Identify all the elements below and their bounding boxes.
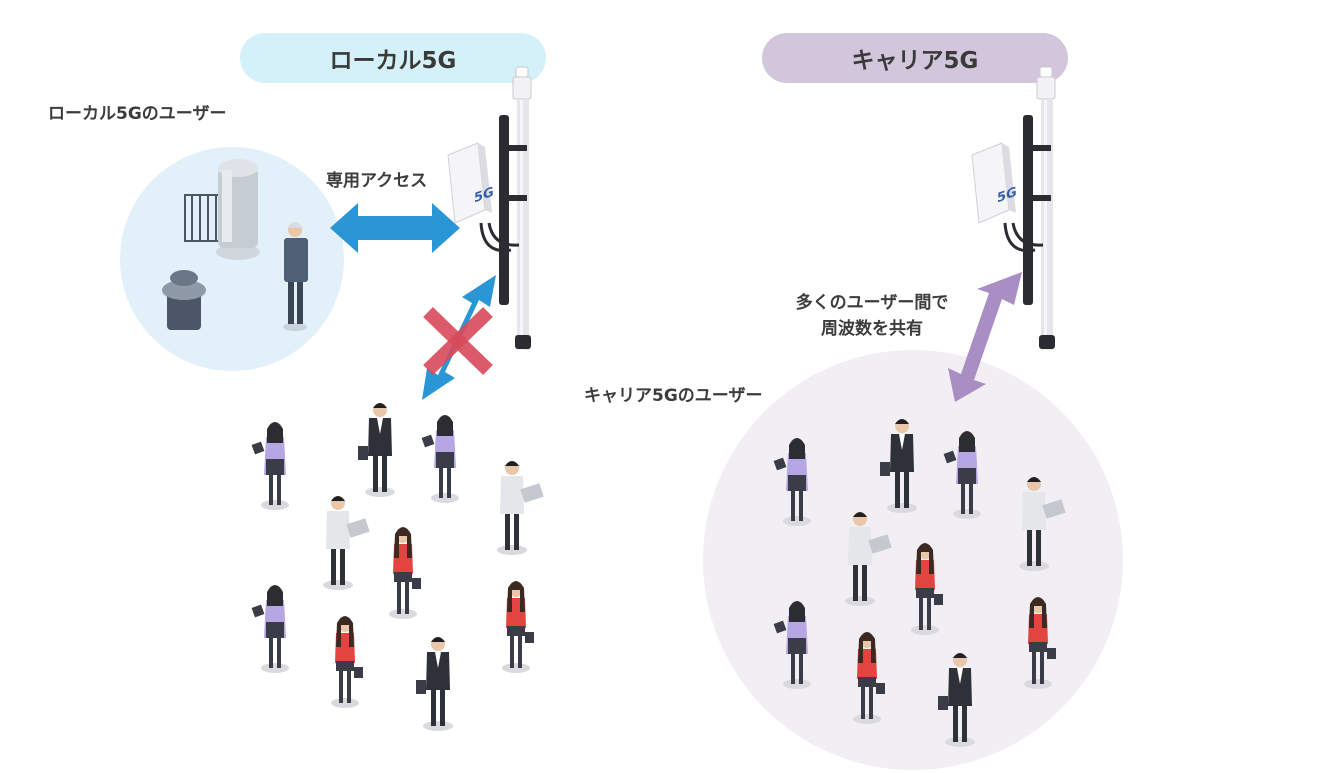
carrier-5g-header: キャリア5G [762, 33, 1068, 83]
factory-worker-icon [283, 222, 308, 331]
shared-spectrum-label-line1: 多くのユーザー間で [795, 293, 949, 313]
local-5g-header: ローカル5G [240, 33, 546, 83]
local-5g-tower-icon [446, 65, 533, 352]
local-crowd-users [252, 403, 544, 731]
shared-spectrum-label-line2: 周波数を共有 [821, 319, 923, 339]
factory-equipment-icon [162, 159, 260, 330]
blocked-cross-icon [423, 306, 493, 376]
shared-spectrum-arrow [948, 272, 1022, 402]
local-5g-users-label: ローカル5Gのユーザー [48, 104, 227, 124]
carrier-5g-users-label: キャリア5Gのユーザー [584, 386, 763, 406]
shared-spectrum-label: 多くのユーザー間で 周波数を共有 [782, 290, 962, 342]
dedicated-access-arrow [330, 203, 460, 253]
dedicated-access-label: 専用アクセス [326, 171, 428, 191]
carrier-crowd-circle [703, 350, 1123, 770]
